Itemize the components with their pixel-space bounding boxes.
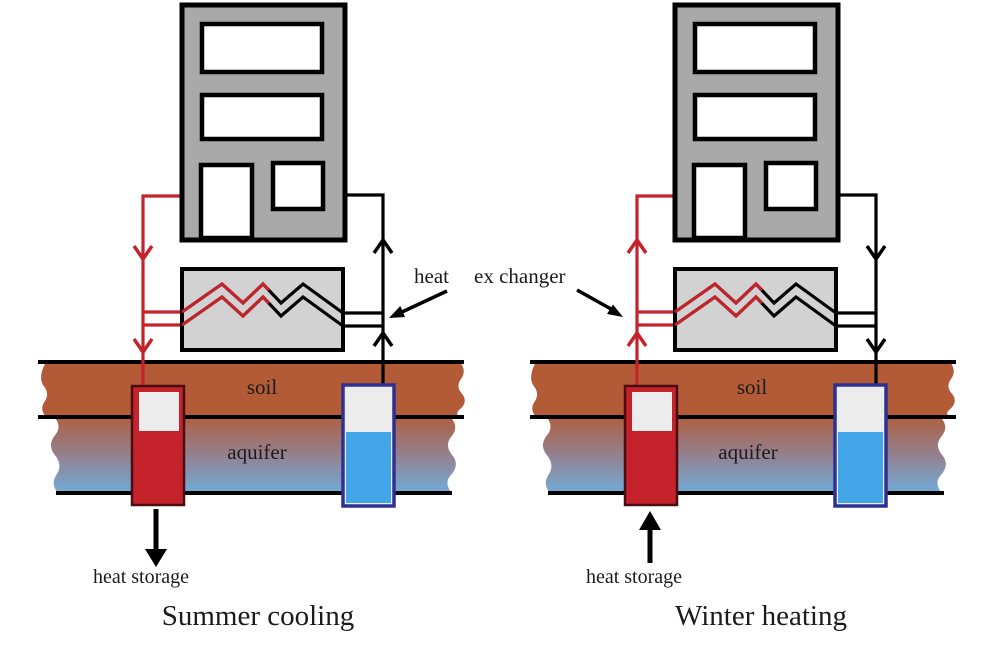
window: [199, 92, 325, 142]
building-winter: [672, 2, 841, 243]
exchanger-coil-warm: [181, 281, 271, 327]
cold-pipe-run: [837, 193, 878, 386]
heat-storage-label-winter: heat storage: [585, 566, 683, 588]
pointer-head-icon: [607, 304, 623, 317]
window: [763, 160, 819, 212]
door: [691, 162, 748, 241]
cold-well-summer: [341, 383, 396, 508]
pointer-head-icon: [389, 306, 405, 318]
warm-well-casing: [139, 392, 179, 431]
flow-arrow-up-icon: [626, 329, 648, 347]
aquifer-label-winter: aquifer: [718, 440, 778, 464]
soil-label-winter: soil: [736, 375, 768, 399]
heat-storage-arrow-summer: [145, 509, 167, 567]
warm-well-winter: [623, 384, 679, 507]
cold-pipe-summer: [343, 193, 394, 386]
warm-pipe-summer: [132, 194, 183, 388]
building-summer: [179, 2, 348, 243]
arrow-head-up-icon: [639, 511, 661, 530]
cold-pipe-run: [344, 193, 385, 386]
heat-exchanger-pointer-right: [576, 288, 623, 317]
exchanger-box: [180, 267, 345, 352]
summer-panel: [38, 2, 465, 567]
arrow-head-down-icon: [145, 549, 167, 567]
aquifer-label-summer: aquifer: [227, 440, 287, 464]
heat-exchanger-label-word2: ex changer: [474, 264, 566, 288]
cold-well-winter: [833, 383, 888, 508]
flow-arrow-down-icon: [865, 245, 887, 263]
warm-pipe-run: [635, 194, 676, 388]
heat-exchanger-label-word1: heat: [414, 264, 449, 288]
window: [692, 21, 818, 75]
panel-title-winter: Winter heating: [675, 600, 847, 632]
flow-arrow-down-icon: [132, 245, 154, 263]
heat-storage-label-summer: heat storage: [92, 566, 190, 588]
heat-exchanger-summer: [180, 267, 345, 352]
winter-panel: [530, 2, 956, 563]
cold-pipe-winter: [836, 193, 887, 386]
flow-arrow-up-icon: [372, 236, 394, 254]
exchanger-coil-warm: [674, 281, 764, 327]
window: [692, 92, 818, 142]
warm-pipe-winter: [626, 194, 677, 388]
pointer-shaft: [401, 289, 448, 314]
flow-arrow-up-icon: [626, 236, 648, 254]
panel-title-summer: Summer cooling: [161, 600, 355, 632]
pointer-shaft: [576, 288, 612, 311]
flow-arrow-down-icon: [132, 338, 154, 356]
warm-well-summer: [130, 384, 186, 507]
warm-well-casing: [632, 392, 672, 431]
flow-arrow-up-icon: [372, 329, 394, 347]
window: [270, 160, 326, 212]
flow-arrow-down-icon: [865, 338, 887, 356]
heat-exchanger-winter: [673, 267, 838, 352]
door: [198, 162, 255, 241]
heat-exchanger-pointer-left: [389, 289, 448, 318]
heat-storage-arrow-winter: [639, 511, 661, 563]
warm-pipe-run: [141, 194, 183, 388]
cold-well-water: [838, 432, 883, 503]
soil-label-summer: soil: [246, 375, 278, 399]
cold-well-water: [346, 432, 391, 503]
window: [199, 21, 325, 75]
